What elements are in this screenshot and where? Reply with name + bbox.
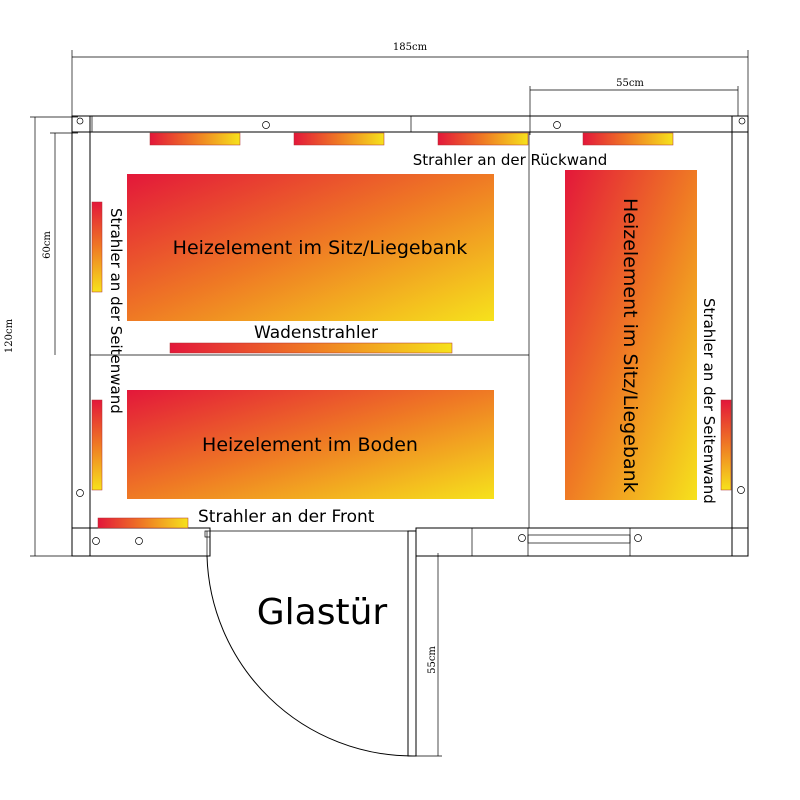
screw-icon <box>135 537 143 545</box>
dimension-bench-left: 60cm <box>42 132 78 355</box>
screw-icon <box>76 489 84 497</box>
radiator-left-2 <box>91 399 103 491</box>
calf-radiator-element <box>169 342 453 354</box>
dimension-height-total: 120cm <box>4 116 78 557</box>
right-side-radiators: Strahler an der Seitenwand <box>700 298 732 504</box>
radiator-back-1 <box>149 132 241 146</box>
glass-door[interactable]: Glastür <box>206 530 417 757</box>
calf-radiator-label: Wadenstrahler <box>254 323 378 343</box>
calf-radiator: Wadenstrahler <box>169 323 453 354</box>
radiator-right-1 <box>720 399 732 491</box>
screw-icon <box>518 534 526 542</box>
radiator-back-2 <box>293 132 385 146</box>
screw-icon <box>737 486 745 494</box>
side-wall-right-label: Strahler an der Seitenwand <box>700 298 718 504</box>
screw-icon <box>634 534 642 542</box>
dimension-label-120: 120cm <box>4 318 15 353</box>
dimension-label-185: 185cm <box>393 42 428 53</box>
seat-heater-left-label: Heizelement im Sitz/Liegebank <box>173 237 468 259</box>
seat-heater-right-element <box>565 170 697 500</box>
dimension-label-55-door: 55cm <box>427 646 438 674</box>
screw-icon <box>76 117 84 125</box>
dimension-door: 55cm <box>412 553 442 757</box>
screw-icon <box>738 117 746 125</box>
front-radiator-element <box>97 517 189 529</box>
side-wall-left-label: Strahler an der Seitenwand <box>107 208 125 414</box>
cabin-walls <box>71 115 749 557</box>
seat-heater-left-element <box>127 174 494 321</box>
floor-heater: Heizelement im Boden <box>127 390 494 499</box>
floor-heater-label: Heizelement im Boden <box>202 434 418 456</box>
dimension-label-55-top: 55cm <box>616 78 644 89</box>
radiator-left-1 <box>91 201 103 293</box>
radiator-back-4 <box>582 132 674 146</box>
floor-heater-element <box>127 390 494 499</box>
seat-heater-right-label: Heizelement im Sitz/Liegebank <box>619 198 641 493</box>
seat-heater-left: Heizelement im Sitz/Liegebank <box>127 174 494 321</box>
dimension-bench-top: 55cm <box>529 78 739 135</box>
front-radiator: Strahler an der Front <box>97 507 375 529</box>
back-wall-label: Strahler an der Rückwand <box>413 151 607 169</box>
screw-icon <box>262 121 270 129</box>
radiator-back-3 <box>437 132 529 146</box>
back-wall-radiators: Strahler an der Rückwand <box>149 132 674 169</box>
door-label: Glastür <box>257 592 388 633</box>
front-radiator-label: Strahler an der Front <box>198 507 375 527</box>
left-side-radiators: Strahler an der Seitenwand <box>91 201 125 491</box>
dimension-label-60: 60cm <box>42 231 53 259</box>
seat-heater-right: Heizelement im Sitz/Liegebank <box>565 170 697 500</box>
screw-icon <box>92 537 100 545</box>
screw-icon <box>553 121 561 129</box>
dimension-width-total: 185cm <box>71 42 749 116</box>
